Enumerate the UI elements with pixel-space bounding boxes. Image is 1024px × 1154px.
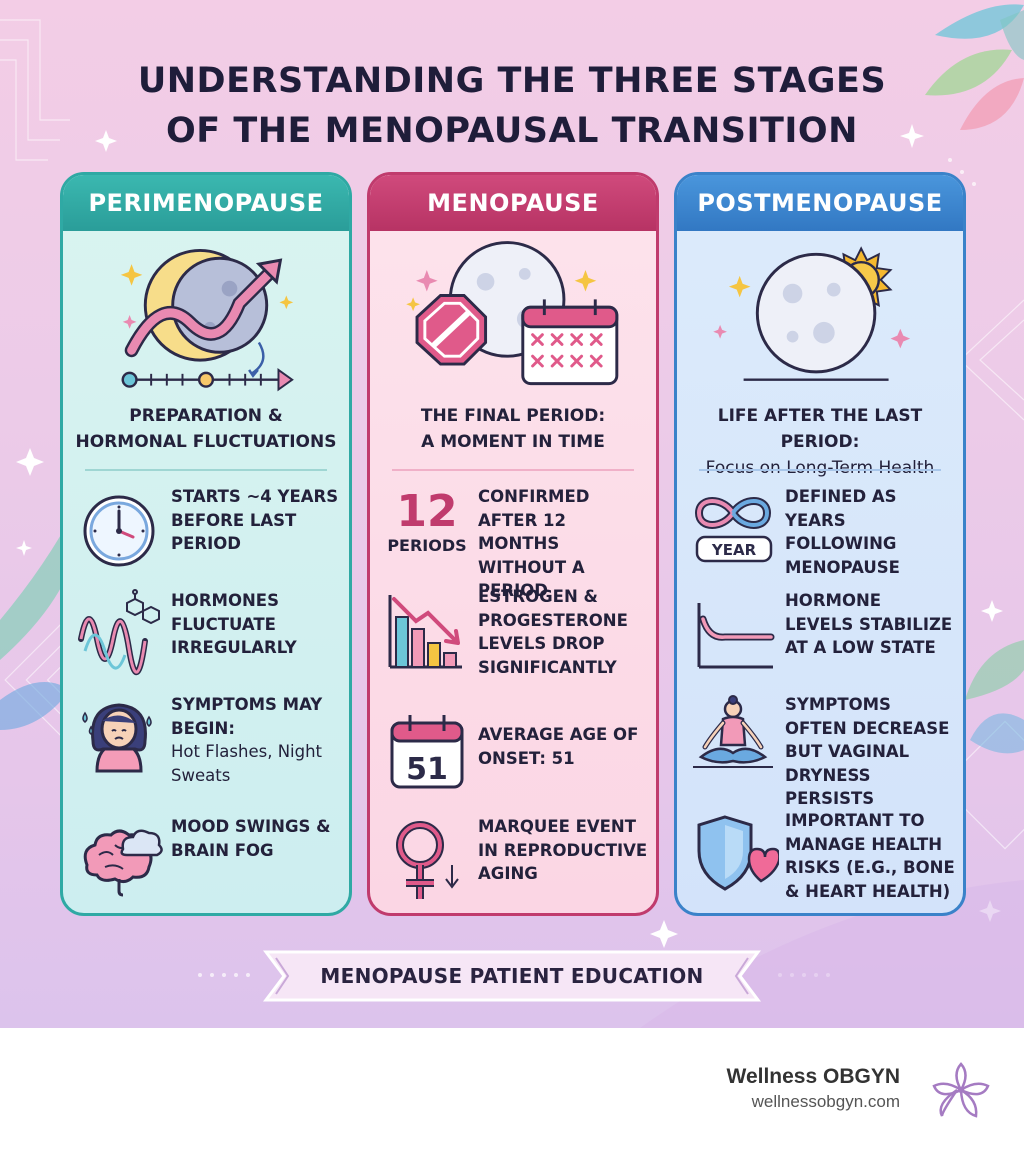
item-text: AVERAGE AGE OF ONSET: 51 — [478, 725, 639, 768]
stage-subtitle: LIFE AFTER THE LAST PERIOD: Focus on Lon… — [687, 403, 953, 478]
list-item: ESTROGEN & PROGESTERONE LEVELS DROP SIGN… — [370, 585, 656, 685]
list-item: 51 AVERAGE AGE OF ONSET: 51 — [370, 709, 656, 809]
divider — [85, 469, 327, 471]
list-item: HORMONE LEVELS STABILIZE AT A LOW STATE — [677, 589, 963, 689]
list-item: MOOD SWINGS & BRAIN FOG — [63, 815, 349, 913]
subtitle-line-2: HORMONAL FLUCTUATIONS — [75, 432, 337, 452]
female-symbol-icon — [396, 821, 459, 899]
calendar-icon: 51 — [390, 715, 464, 789]
item-text: STARTS ~4 YEARS BEFORE LAST PERIOD — [171, 487, 339, 553]
page-title: UNDERSTANDING THE THREE STAGES OF THE ME… — [0, 56, 1024, 156]
woman-sweating-icon — [82, 703, 152, 773]
stage-header-postmenopause: POSTMENOPAUSE — [677, 175, 963, 231]
stage-header-menopause: MENOPAUSE — [370, 175, 656, 231]
list-item: 12 PERIODS CONFIRMED AFTER 12 MONTHS WIT… — [370, 485, 656, 600]
subtitle-line-1: THE FINAL PERIOD: — [420, 406, 606, 426]
brand-url: wellnessobgyn.com — [751, 1092, 900, 1111]
divider — [392, 469, 634, 471]
stage-subtitle: PREPARATION & HORMONAL FLUCTUATIONS — [73, 403, 339, 465]
item-text: HORMONE LEVELS STABILIZE AT A LOW STATE — [785, 591, 953, 657]
item-text: ESTROGEN & PROGESTERONE LEVELS DROP SIGN… — [478, 587, 628, 677]
list-item: MARQUEE EVENT IN REPRODUCTIVE AGING — [370, 815, 656, 913]
meditation-icon — [693, 695, 773, 768]
list-item: SYMPTOMS MAY BEGIN: Hot Flashes, Night S… — [63, 693, 349, 793]
footer-label: MENOPAUSE PATIENT EDUCATION — [320, 964, 704, 988]
title-line-2: OF THE MENOPAUSAL TRANSITION — [166, 111, 858, 151]
list-item: IMPORTANT TO MANAGE HEALTH RISKS (E.G., … — [677, 809, 963, 909]
list-item: STARTS ~4 YEARS BEFORE LAST PERIOD — [63, 485, 349, 585]
flat-line-chart-icon — [697, 603, 775, 669]
item-text-upper: SYMPTOMS MAY BEGIN: — [171, 695, 323, 738]
item-text: MARQUEE EVENT IN REPRODUCTIVE AGING — [478, 817, 648, 883]
year-label: YEAR — [711, 541, 757, 559]
brain-fog-icon — [83, 829, 163, 897]
divider — [699, 469, 941, 471]
item-text: IMPORTANT TO MANAGE HEALTH RISKS (E.G., … — [785, 811, 955, 901]
declining-bar-chart-icon — [388, 595, 462, 669]
stage-subtitle: THE FINAL PERIOD: A MOMENT IN TIME — [380, 403, 646, 465]
shield-heart-icon — [697, 815, 779, 891]
hormone-wave-icon — [78, 589, 160, 676]
list-item: SYMPTOMS OFTEN DECREASE BUT VAGINAL DRYN… — [677, 693, 963, 808]
title-line-1: UNDERSTANDING THE THREE STAGES — [137, 61, 887, 101]
stage-header-perimenopause: PERIMENOPAUSE — [63, 175, 349, 231]
subtitle-line-1: PREPARATION & — [129, 406, 283, 426]
badge-label: PERIODS — [387, 536, 467, 555]
subtitle-line-2: Focus on Long-Term Health — [705, 458, 935, 478]
item-text: HORMONES FLUCTUATE IRREGULARLY — [171, 591, 297, 657]
subtitle-line-1: LIFE AFTER THE LAST PERIOD: — [717, 406, 923, 452]
stage-card-postmenopause: POSTMENOPAUSE LIFE AFTER THE LAST PERIOD… — [674, 172, 966, 916]
list-item: HORMONES FLUCTUATE IRREGULARLY — [63, 589, 349, 689]
moon-calendar-icon — [406, 241, 619, 386]
infographic-poster: UNDERSTANDING THE THREE STAGES OF THE ME… — [0, 0, 1024, 1028]
infinity-year-icon: YEAR — [694, 497, 773, 563]
clock-icon — [83, 495, 155, 567]
item-text-lower: Hot Flashes, Night Sweats — [171, 742, 323, 785]
flower-logo-icon — [932, 1062, 990, 1118]
item-text: DEFINED AS YEARS FOLLOWING MENOPAUSE — [785, 487, 900, 577]
moon-arrow-icon — [120, 248, 294, 392]
item-text: SYMPTOMS MAY BEGIN: Hot Flashes, Night S… — [171, 693, 341, 787]
moon-sun-icon — [713, 246, 911, 381]
item-text: CONFIRMED AFTER 12 MONTHS WITHOUT A PERI… — [478, 487, 590, 600]
brand-name: Wellness OBGYN — [726, 1065, 901, 1088]
item-text: SYMPTOMS OFTEN DECREASE BUT VAGINAL DRYN… — [785, 695, 950, 808]
badge-number: 12 — [396, 486, 458, 537]
footer-ribbon — [263, 950, 761, 1002]
subtitle-line-2: A MOMENT IN TIME — [421, 432, 605, 452]
list-item: YEAR DEFINED AS YEARS FOLLOWING MENOPAUS… — [677, 485, 963, 585]
stage-card-menopause: MENOPAUSE THE FINAL PERIOD: A MOMENT IN … — [367, 172, 659, 916]
twelve-periods-icon: 12 PERIODS — [382, 485, 472, 575]
stage-card-perimenopause: PERIMENOPAUSE PREPARATION & HORMONAL FLU… — [60, 172, 352, 916]
item-text: MOOD SWINGS & BRAIN FOG — [171, 817, 331, 860]
calendar-number: 51 — [406, 752, 448, 787]
